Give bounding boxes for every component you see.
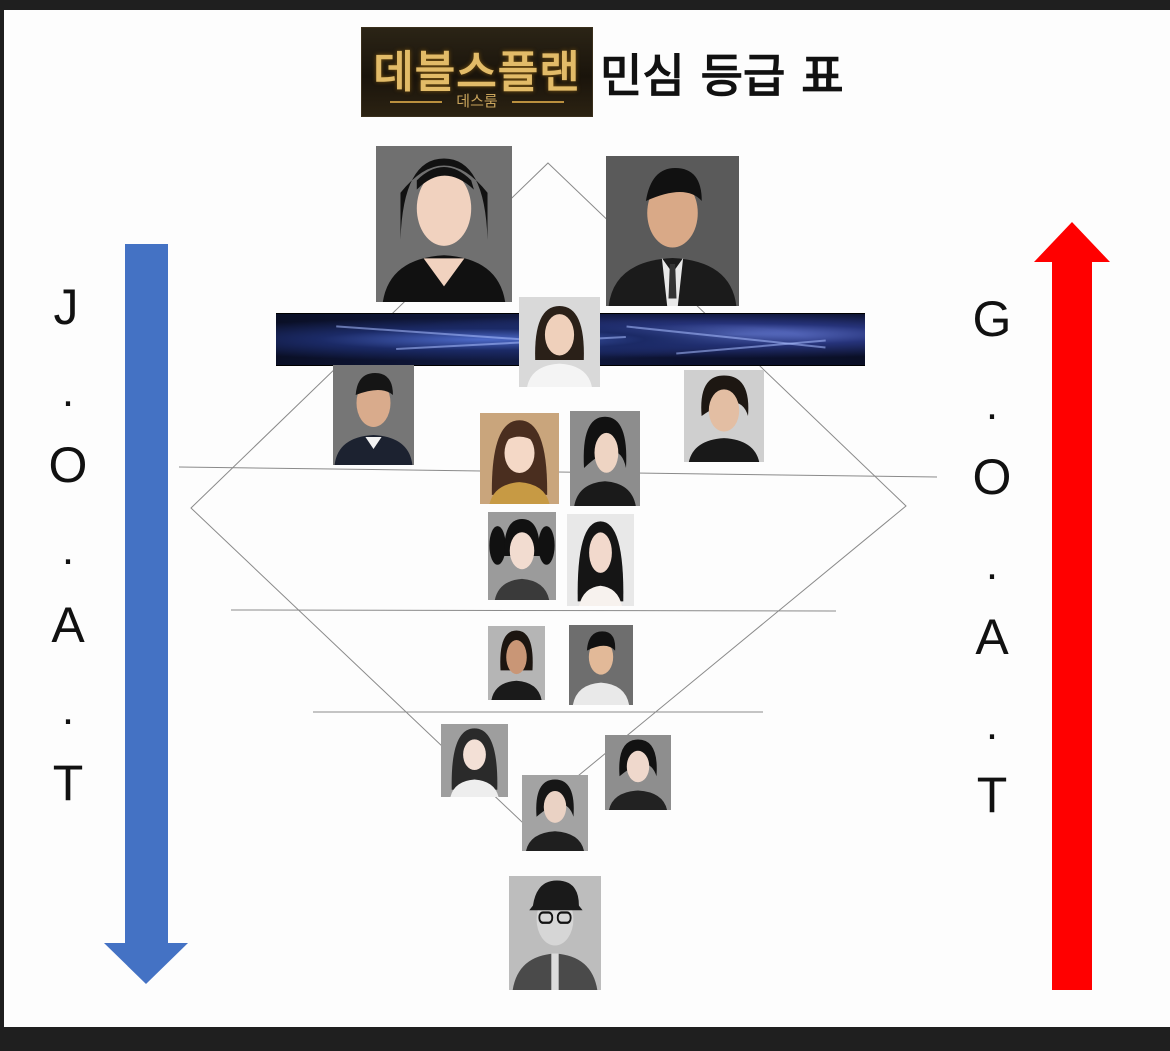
portrait-photo [519,297,600,387]
right-axis-dot: . [985,380,999,429]
portrait-photo [441,724,508,797]
portrait-photo [522,775,588,851]
down-arrow [104,244,188,984]
right-axis-letter: A [975,609,1009,665]
right-axis-dot: . [985,540,999,589]
left-axis-letter: J [53,279,79,335]
portrait-photo [570,411,640,506]
portrait-photo [606,156,739,306]
left-axis-letter: A [51,597,85,653]
left-axis-letter: O [48,437,88,493]
right-axis-letter: G [972,291,1012,347]
logo-title: 데블스플랜 [373,47,581,98]
left-axis-dot: . [61,367,75,416]
right-axis-letter: O [972,449,1012,505]
portrait-photo [488,626,545,700]
portrait-photo [488,512,556,600]
up-arrow [1034,222,1110,990]
left-axis-dot: . [61,685,75,734]
portrait-photo [480,413,559,504]
portrait-photo [509,876,601,990]
portrait-photo [567,514,634,606]
tier-line-2 [230,609,837,612]
portrait-photo [684,370,764,462]
portrait-photo [569,625,633,705]
logo-subtitle: 데스룸 [456,92,498,110]
portrait-photo [376,146,512,302]
portrait-photo [605,735,671,810]
right-axis-dot: . [985,700,999,749]
devils-plan-logo: 데블스플랜 데스룸 [361,27,593,117]
left-axis-dot: . [61,525,75,574]
left-axis-letter: T [52,755,84,811]
portrait-photo [333,365,414,465]
right-axis-letter: T [976,767,1008,823]
page-title: 민심 등급 표 [600,49,844,103]
